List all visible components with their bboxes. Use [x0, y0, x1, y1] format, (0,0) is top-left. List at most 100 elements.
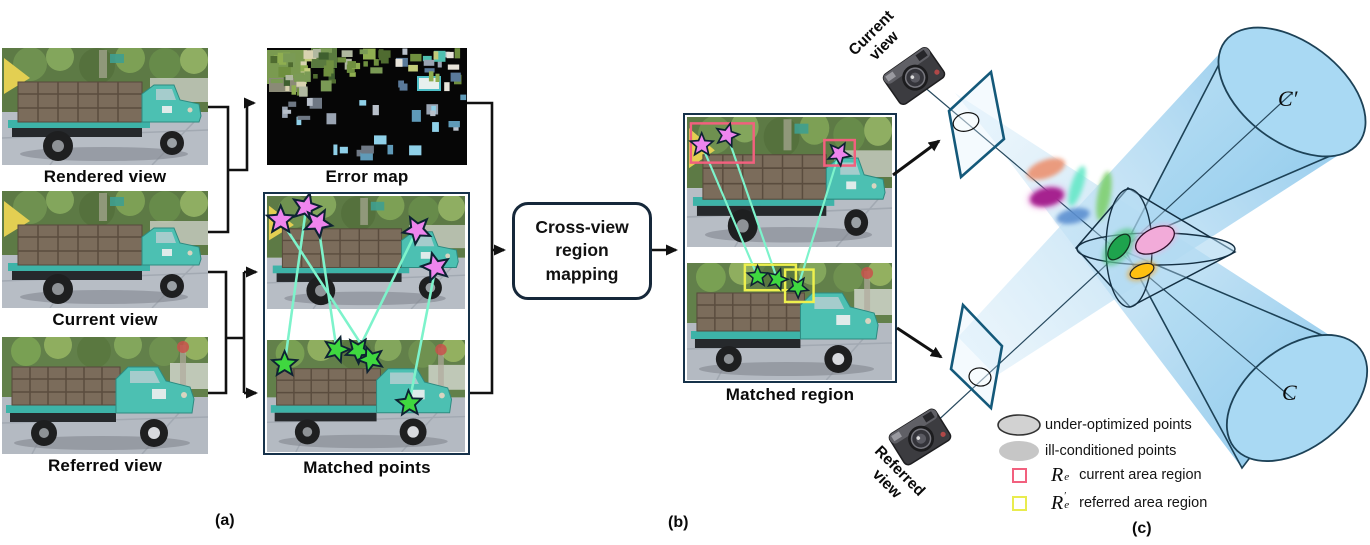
current-area-square-icon [993, 467, 1045, 483]
error-map-block [446, 51, 454, 59]
error-map-block [339, 146, 348, 154]
error-map-block [349, 72, 356, 77]
error-map-block [278, 66, 291, 77]
gaussian-green [1107, 233, 1131, 261]
error-map-block [300, 65, 308, 72]
gaussian-pink-halo [1131, 222, 1179, 258]
panel-b-to-c-arrows [892, 139, 943, 359]
error-map-block [423, 59, 435, 66]
under-optimized-blobs [1026, 158, 1112, 225]
error-map-block [296, 78, 307, 87]
error-map-block [303, 50, 317, 59]
panel-a-label: (a) [215, 512, 235, 529]
error-map-block [359, 49, 368, 55]
gaussian-yellow-halo [1126, 260, 1158, 282]
error-map-block [270, 79, 284, 84]
rendered-view-label: Rendered view [43, 167, 167, 186]
gaussian-green-halo [1102, 228, 1136, 266]
error-map-block [288, 60, 293, 68]
referred-view-image [2, 337, 208, 454]
error-map-block [299, 86, 308, 97]
error-map-block [296, 116, 302, 126]
matched-region-image [683, 113, 897, 383]
error-map-block [380, 56, 389, 64]
blob-purple [1030, 187, 1064, 207]
current-view-label: Current view [52, 310, 158, 329]
error-map-block [318, 52, 329, 60]
error-map-block [454, 48, 461, 59]
error-map-block [374, 135, 387, 145]
error-map-block [337, 57, 347, 63]
error-map-block [285, 85, 290, 91]
blob-green-streak [1096, 171, 1112, 221]
current-view-image [2, 191, 208, 308]
arrow-to-current-plane [892, 139, 941, 177]
error-map-block [270, 56, 278, 64]
error-map-block [378, 50, 391, 58]
referred-area-symbol: R′e [1051, 491, 1070, 514]
error-map-block [313, 49, 321, 58]
error-map-block [395, 58, 403, 67]
error-map-block [323, 69, 332, 77]
crossview-line-3: mapping [545, 263, 619, 284]
current-image-plane [947, 69, 1006, 180]
error-map-block [309, 97, 322, 109]
error-map-block [453, 124, 459, 131]
error-map-block [430, 110, 436, 117]
cone-top-cap [1217, 26, 1367, 158]
error-map-block [460, 94, 467, 101]
error-map-block [410, 53, 422, 62]
referred-view-axis [918, 92, 1293, 439]
error-map-block [341, 50, 353, 57]
legend-row-referred-area: R′e referred area region [993, 491, 1208, 514]
cone-top-body [1124, 39, 1353, 246]
referred-image-plane [949, 302, 1004, 411]
legend-label: current area region [1079, 467, 1202, 483]
gaussian-yellow [1129, 262, 1155, 280]
legend-label: under-optimized points [1045, 417, 1192, 433]
crossview-line-1: Cross-view [535, 217, 629, 238]
central-ellipse-horizontal [1076, 232, 1236, 266]
arrow-to-referred-plane [896, 326, 943, 359]
error-map-block [408, 64, 418, 72]
cone-bottom-label: C [1282, 380, 1297, 405]
crossview-mapping-box: Cross-view region mapping [512, 202, 652, 300]
error-map-block [283, 109, 292, 114]
error-map-block [433, 51, 439, 60]
error-map-image [267, 48, 467, 165]
error-map-block [398, 80, 404, 88]
error-map-block [363, 61, 368, 67]
error-map-block [434, 50, 446, 62]
legend-label: ill-conditioned points [1045, 443, 1177, 459]
error-map-block [428, 71, 434, 82]
error-map-block [361, 145, 374, 154]
error-map-block [370, 67, 383, 74]
error-map-block [422, 55, 432, 62]
error-map-block [431, 105, 436, 115]
current-view-beam [955, 93, 1340, 468]
error-map-block [373, 59, 379, 66]
error-map-block [378, 49, 384, 61]
current-camera-icon [880, 45, 948, 107]
error-map-block [432, 122, 439, 132]
error-map-block [411, 110, 421, 122]
error-map-block [424, 68, 435, 73]
ill-conditioned-ellipse-icon [993, 439, 1045, 463]
legend-label: referred area region [1079, 495, 1208, 511]
error-map-block [450, 72, 461, 82]
error-map-block [444, 82, 450, 92]
current-plane-ellipse [952, 112, 980, 132]
error-map-block [435, 73, 440, 82]
error-map-label: Error map [325, 167, 409, 186]
error-map-patch [419, 78, 439, 89]
matched-points-label: Matched points [303, 458, 431, 477]
crossview-line-2: region [555, 240, 609, 261]
referred-view-beam [958, 41, 1351, 376]
error-map-block [326, 60, 334, 68]
error-map-block [326, 113, 337, 125]
error-map-block [447, 64, 460, 70]
error-map-block [283, 53, 296, 63]
error-map-block [288, 101, 297, 107]
